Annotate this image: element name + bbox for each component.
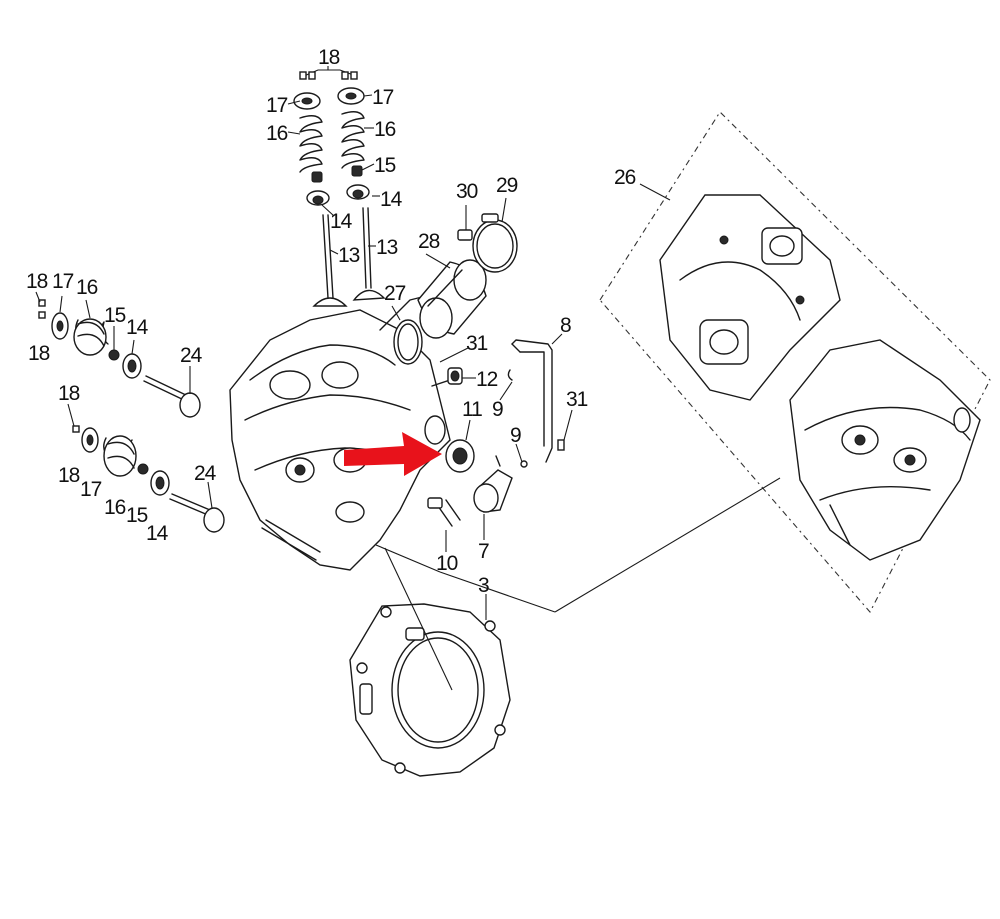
- callout-label: 17: [52, 270, 74, 293]
- callout-label: 7: [478, 540, 489, 563]
- callout-label: 17: [372, 86, 394, 109]
- callout-label: 10: [436, 552, 458, 575]
- callout-label: 18: [58, 382, 80, 405]
- callout-label: 29: [496, 174, 518, 197]
- callout-label: 14: [126, 316, 149, 339]
- callout-label: 15: [374, 154, 396, 177]
- callout-label: 14: [330, 210, 353, 233]
- red-arrow-icon: [344, 432, 442, 476]
- callout-label: 15: [104, 304, 126, 327]
- callout-label: 14: [380, 188, 403, 211]
- coolant-fittings: [427, 339, 565, 527]
- callout-labels: 18 17 17 16 16 15 14 14 13 13 30 29 28 2…: [26, 46, 637, 597]
- callout-label: 3: [478, 574, 489, 597]
- head-gasket: [349, 603, 511, 777]
- valve-spring-right: [341, 111, 365, 169]
- intake-parts: [393, 213, 518, 365]
- callout-label: 9: [492, 398, 503, 421]
- callout-label: 17: [266, 94, 288, 117]
- callout-label: 15: [126, 504, 148, 527]
- callout-label: 24: [194, 462, 217, 485]
- callout-label: 18: [28, 342, 50, 365]
- callout-label: 31: [466, 332, 488, 355]
- callout-label: 27: [384, 282, 406, 305]
- callout-label: 16: [374, 118, 396, 141]
- callout-label: 9: [510, 424, 521, 447]
- callout-label: 8: [560, 314, 571, 337]
- cover-assembly: [599, 111, 991, 613]
- callout-label: 24: [180, 344, 203, 367]
- callout-label: 18: [26, 270, 48, 293]
- cylinder-head: [229, 289, 451, 571]
- callout-label: 12: [476, 368, 498, 391]
- callout-label: 16: [76, 276, 98, 299]
- callout-label: 17: [80, 478, 102, 501]
- top-valve-assembly: [293, 66, 386, 307]
- callout-label: 13: [376, 236, 398, 259]
- valve-spring-left: [299, 115, 323, 173]
- callout-label: 18: [58, 464, 80, 487]
- callout-label: 18: [318, 46, 340, 69]
- left-valve-assembly-upper: [38, 299, 201, 418]
- callout-label: 26: [614, 166, 636, 189]
- callout-label: 28: [418, 230, 440, 253]
- callout-label: 30: [456, 180, 478, 203]
- callout-label: 13: [338, 244, 360, 267]
- callout-leaders: [35, 94, 671, 620]
- assembly-lines: [375, 477, 781, 691]
- left-valve-assembly-lower: [72, 425, 225, 533]
- callout-label: 14: [146, 522, 169, 545]
- callout-label: 31: [566, 388, 588, 411]
- callout-label: 16: [266, 122, 288, 145]
- callout-label: 11: [462, 398, 482, 421]
- callout-label: 16: [104, 496, 126, 519]
